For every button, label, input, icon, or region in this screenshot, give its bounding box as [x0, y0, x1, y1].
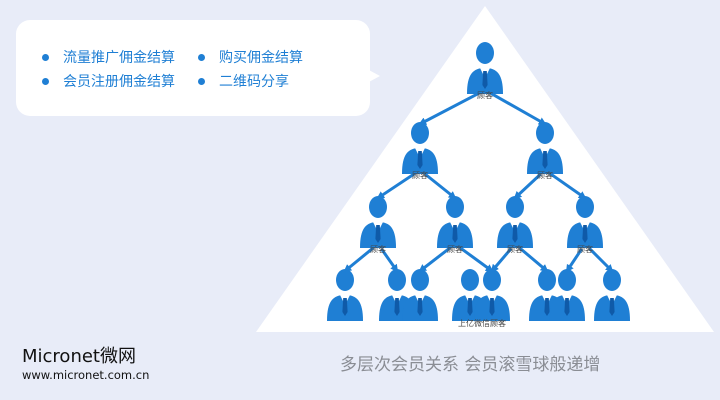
customer-label: 顾客: [447, 244, 463, 254]
arrow-connector: [588, 247, 614, 273]
feature-item: 会员注册佣金结算: [42, 74, 175, 90]
arrow-connector: [380, 248, 399, 273]
arrow-connector: [458, 246, 494, 273]
customer-label: 顾客: [370, 244, 386, 254]
bullet-icon: [198, 77, 205, 85]
feature-bubble: [16, 20, 370, 116]
customer-label: 顾客: [477, 90, 493, 100]
arrow-connector: [418, 91, 481, 126]
brand-name: Micronet微网: [22, 346, 136, 367]
bullet-icon: [42, 53, 49, 61]
arrow-connector: [423, 172, 457, 200]
brand-url[interactable]: www.micronet.com.cn: [22, 368, 150, 382]
slogan: 多层次会员关系 会员滚雪球般递增: [340, 355, 601, 375]
arrow-connector: [513, 172, 542, 200]
feature-item: 二维码分享: [198, 74, 289, 90]
feature-label: 二维码分享: [219, 74, 289, 90]
base-customers-label: 上亿微信顾客: [458, 318, 506, 328]
arrow-connector: [518, 246, 549, 273]
arrow-connector: [490, 247, 513, 273]
bullet-icon: [42, 77, 49, 85]
arrow-connector: [565, 248, 583, 273]
arrow-connector: [489, 91, 547, 126]
feature-item: 购买佣金结算: [198, 50, 303, 66]
arrow-connector: [343, 246, 375, 273]
customer-label: 顾客: [537, 170, 553, 180]
arrow-connector: [418, 246, 452, 273]
feature-label: 流量推广佣金结算: [63, 50, 175, 66]
feature-bubble-tail: [354, 62, 380, 90]
customer-label: 顾客: [507, 244, 523, 254]
arrow-connector: [376, 172, 416, 200]
arrow-connector: [549, 172, 587, 200]
customer-label: 顾客: [412, 170, 428, 180]
feature-label: 会员注册佣金结算: [63, 74, 175, 90]
customer-label: 顾客: [577, 244, 593, 254]
feature-item: 流量推广佣金结算: [42, 50, 175, 66]
feature-label: 购买佣金结算: [219, 50, 303, 66]
bullet-icon: [198, 53, 205, 61]
